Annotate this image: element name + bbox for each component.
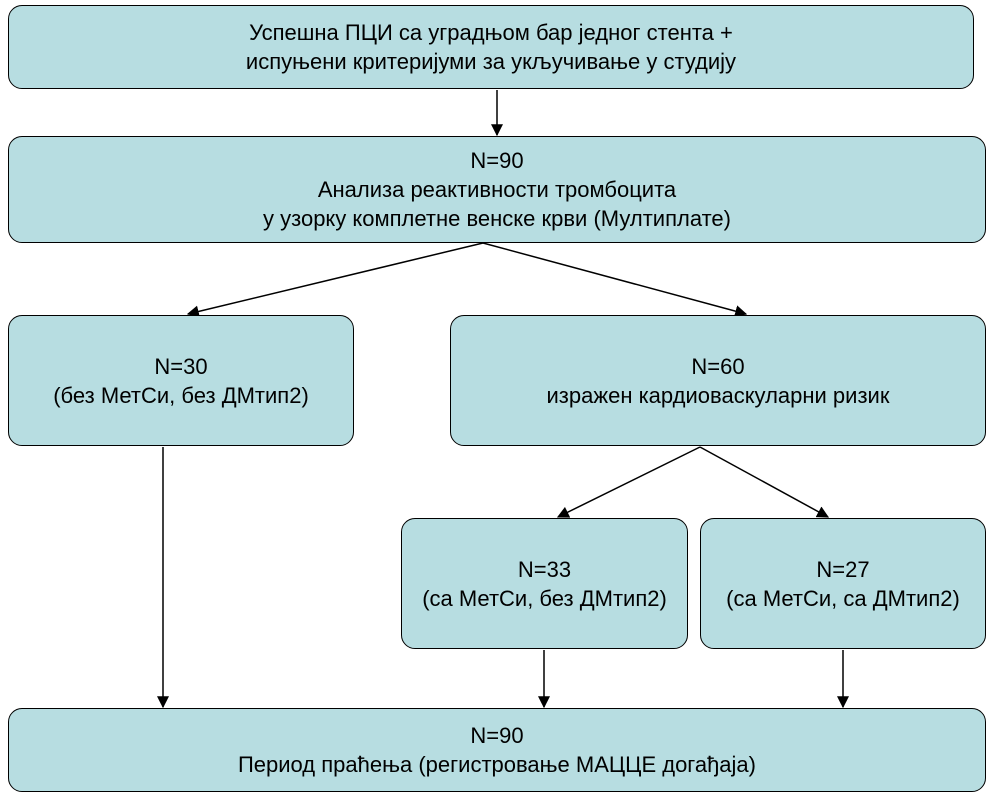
enrollment-line-1: Успешна ПЦИ са уградњом бар једног стент… (249, 20, 733, 45)
followup-box: N=90 Период праћења (регистровање МАЦЦЕ … (8, 708, 986, 792)
mets-no-dm-description: (са МетСи, без ДМтип2) (422, 585, 667, 611)
mets-dm-count: N=27 (816, 556, 870, 582)
mets-no-dm-count: N=33 (517, 556, 572, 582)
cv-risk-group-box: N=60 изражен кардиоваскуларни ризик (450, 315, 986, 446)
cv-risk-description: изражен кардиоваскуларни ризик (546, 382, 890, 408)
mets-dm-group-box: N=27 (са МетСи, са ДМтип2) (700, 518, 986, 649)
arrow-analysis-to-cv-risk (482, 242, 748, 317)
enrollment-box: Успешна ПЦИ са уградњом бар једног стент… (8, 5, 974, 89)
no-risk-group-box: N=30 (без МетСи, без ДМтип2) (8, 315, 354, 446)
analysis-box: N=90 Анализа реактивности тромбоцита у у… (8, 136, 986, 243)
no-risk-description: (без МетСи, без ДМтип2) (53, 382, 309, 408)
cv-risk-count: N=60 (691, 353, 745, 379)
arrow-cv-risk-to-mets-no-dm (556, 446, 701, 518)
enrollment-line-2: испуњени критеријуми за укључивање у сту… (245, 49, 737, 74)
followup-count: N=90 (470, 723, 524, 748)
arrow-analysis-to-no-risk (186, 242, 484, 318)
followup-description: Период праћења (регистровање МАЦЦЕ догађ… (237, 752, 756, 777)
arrow-cv-risk-to-mets-dm (699, 446, 830, 518)
analysis-line-3: у узорку комплетне венске крви (Мултипла… (263, 206, 731, 231)
analysis-count: N=90 (470, 148, 524, 173)
no-risk-count: N=30 (154, 353, 208, 379)
analysis-line-2: Анализа реактивности тромбоцита (317, 177, 677, 202)
mets-no-dm-group-box: N=33 (са МетСи, без ДМтип2) (401, 518, 688, 649)
mets-dm-description: (са МетСи, са ДМтип2) (726, 585, 960, 611)
